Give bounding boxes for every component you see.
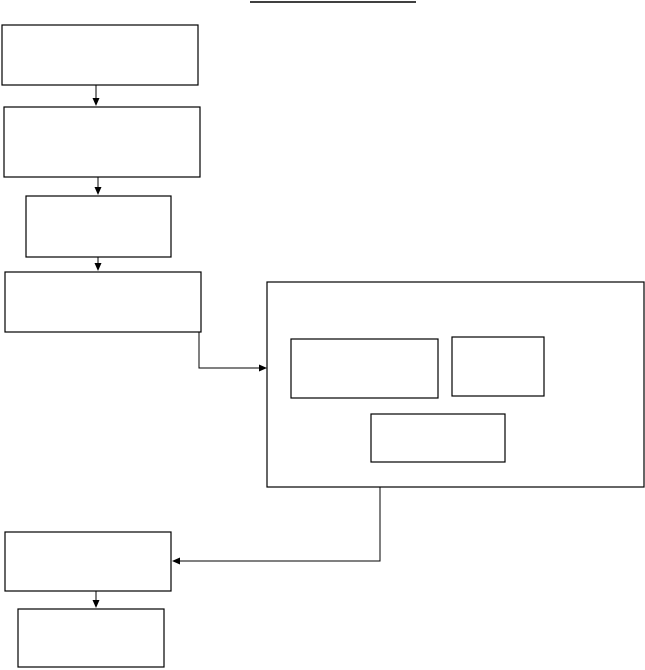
flow-box-group-item-3 [370,413,506,463]
flow-box-step-2 [3,106,201,178]
arrowhead-group [259,364,267,372]
connector-group-to-step-5 [179,487,381,562]
arrowhead-step-5 [172,557,180,565]
arrowhead-step-3 [94,187,102,195]
flow-box-step-6 [17,608,165,668]
flow-box-step-5 [4,531,172,592]
connector-step-4-to-group [198,332,260,369]
flow-box-step-4 [4,271,202,333]
arrowhead-step-4 [94,263,102,271]
arrowhead-step-2 [92,98,100,106]
flow-box-group-item-1 [290,338,439,399]
arrowhead-step-6 [92,600,100,608]
flow-box-step-1 [1,24,199,86]
flow-box-step-3 [25,195,172,258]
flow-box-group-item-2 [451,336,545,397]
